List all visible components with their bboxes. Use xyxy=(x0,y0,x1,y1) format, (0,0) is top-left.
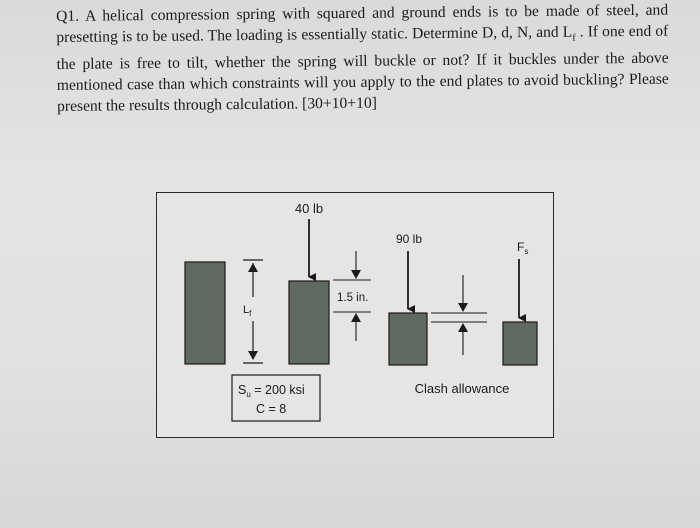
unloaded-spring-block xyxy=(184,261,226,365)
question-number: Q1. xyxy=(56,7,80,25)
free-length-symbol: Lf xyxy=(562,23,576,44)
load-90lb-label: 90 lb xyxy=(396,232,422,246)
loaded-90lb-block xyxy=(388,312,428,366)
solid-force-label: Fs xyxy=(517,240,528,256)
spring-loading-figure: Lf 40 lb 1.5 in. 90 lb xyxy=(156,192,554,438)
free-length-dimension xyxy=(243,259,263,364)
solid-force-block xyxy=(502,321,538,366)
clash-allowance-dimension xyxy=(431,275,487,355)
question-text: Q1. A helical compression spring with sq… xyxy=(56,0,669,117)
spring-index-label: C = 8 xyxy=(256,402,286,416)
free-length-label: Lf xyxy=(243,304,252,318)
deflection-dimension xyxy=(333,251,371,341)
clash-allowance-label: Clash allowance xyxy=(415,381,510,396)
figure-drawing: Lf 40 lb 1.5 in. 90 lb xyxy=(184,201,538,422)
ultimate-strength-label: Su = 200 ksi xyxy=(238,383,305,399)
load-40lb-label: 40 lb xyxy=(295,201,323,216)
loaded-40lb-block xyxy=(288,280,330,365)
material-properties-box xyxy=(231,374,321,422)
deflection-label: 1.5 in. xyxy=(337,292,368,304)
